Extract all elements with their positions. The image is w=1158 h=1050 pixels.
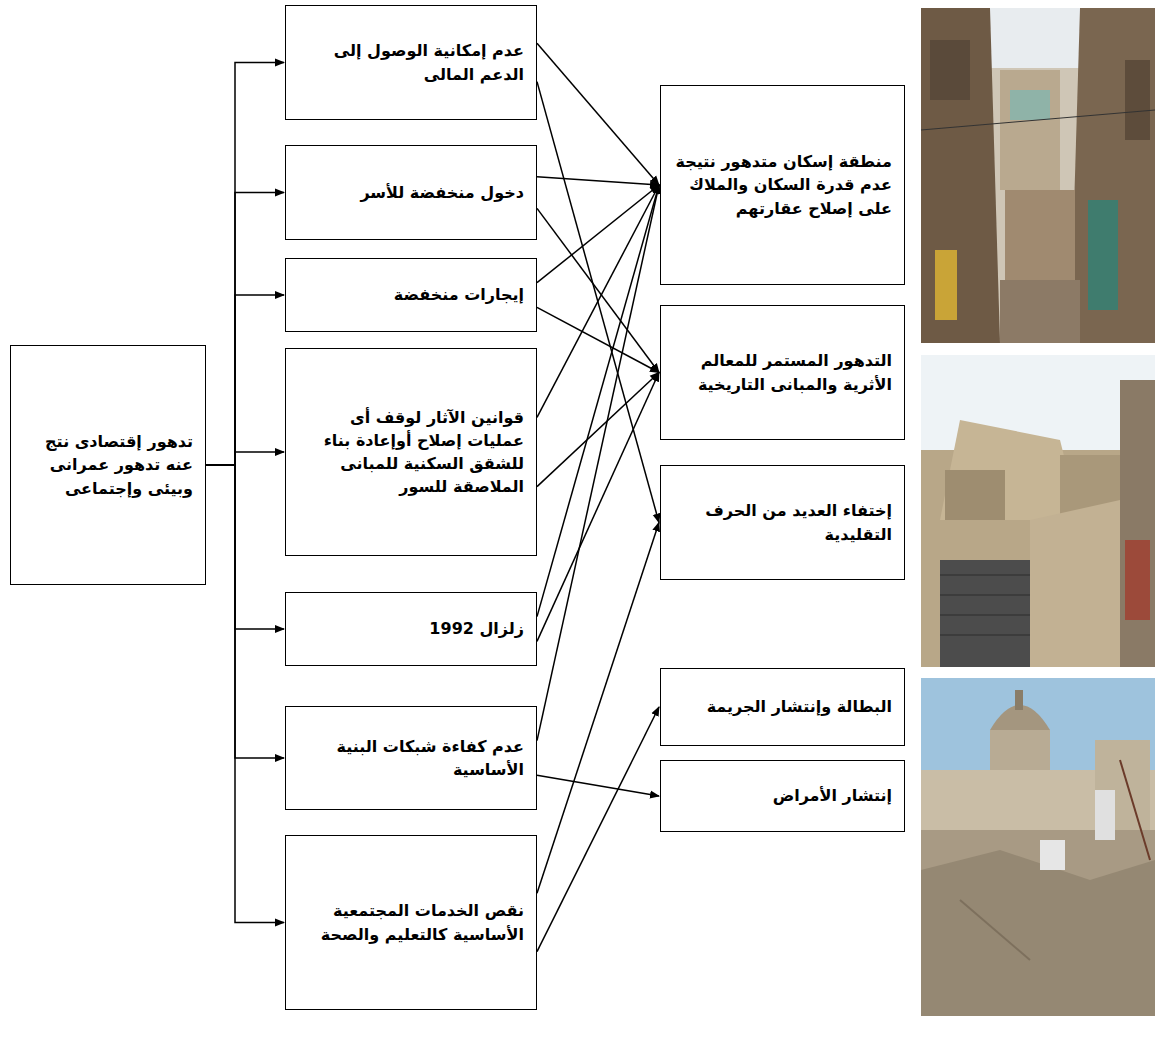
arrow-connector	[537, 177, 659, 185]
arrow-connector	[537, 373, 659, 487]
arrow-connector	[206, 465, 284, 923]
box-text: إنتشار الأمراض	[673, 784, 892, 807]
box-text: تدهور إقتصادى نتج عنه تدهور عمرانى وبيئى…	[23, 430, 193, 500]
box-text: نقص الخدمات المجتمعية الأساسية كالتعليم …	[298, 899, 524, 945]
dome-photo	[921, 678, 1155, 1016]
box-text: إختفاء العديد من الحرف التقليدية	[673, 499, 892, 545]
effect-box: التدهور المستمر للمعالم الأثرية والمبانى…	[660, 305, 905, 440]
cause-box: إيجارات منخفضة	[285, 258, 537, 332]
arrow-connector	[537, 707, 659, 952]
arrow-connector	[537, 775, 659, 796]
arrow-connector	[537, 82, 659, 523]
arrow-connector	[537, 185, 659, 617]
cause-box: عدم إمكانية الوصول إلى الدعم المالى	[285, 5, 537, 120]
effect-box: إختفاء العديد من الحرف التقليدية	[660, 465, 905, 580]
box-text: البطالة وإنتشار الجريمة	[673, 695, 892, 718]
effect-box: منطقة إسكان متدهور نتيجة عدم قدرة السكان…	[660, 85, 905, 285]
root-box: تدهور إقتصادى نتج عنه تدهور عمرانى وبيئى…	[10, 345, 206, 585]
arrow-connector	[537, 523, 659, 894]
box-text: عدم إمكانية الوصول إلى الدعم المالى	[298, 39, 524, 85]
arrow-connector	[206, 63, 284, 466]
cause-box: نقص الخدمات المجتمعية الأساسية كالتعليم …	[285, 835, 537, 1010]
box-text: إيجارات منخفضة	[298, 283, 524, 306]
cause-box: دخول منخفضة للأسر	[285, 145, 537, 240]
effect-box: إنتشار الأمراض	[660, 760, 905, 832]
cause-box: زلزال 1992	[285, 592, 537, 666]
cause-box: عدم كفاءة شبكات البنية الأساسية	[285, 706, 537, 810]
arrow-connector	[206, 193, 284, 466]
cause-box: قوانين الآثار لوقف أى عمليات إصلاح أوإعا…	[285, 348, 537, 556]
effect-box: البطالة وإنتشار الجريمة	[660, 668, 905, 746]
arrow-connector	[537, 43, 659, 185]
box-text: عدم كفاءة شبكات البنية الأساسية	[298, 735, 524, 781]
arrow-connector	[206, 452, 284, 465]
arrow-connector	[537, 185, 659, 741]
box-text: منطقة إسكان متدهور نتيجة عدم قدرة السكان…	[673, 150, 892, 220]
box-text: التدهور المستمر للمعالم الأثرية والمبانى…	[673, 349, 892, 395]
arrow-connector	[206, 465, 284, 758]
arrow-connector	[537, 373, 659, 642]
box-text: دخول منخفضة للأسر	[298, 181, 524, 204]
box-text: قوانين الآثار لوقف أى عمليات إصلاح أوإعا…	[298, 406, 524, 499]
arrow-connector	[537, 185, 659, 417]
arrow-connector	[537, 307, 659, 372]
alley-photo	[921, 8, 1155, 343]
arrow-connector	[206, 295, 284, 465]
box-text: زلزال 1992	[298, 617, 524, 640]
arrow-connector	[206, 465, 284, 629]
ruins-photo	[921, 355, 1155, 667]
